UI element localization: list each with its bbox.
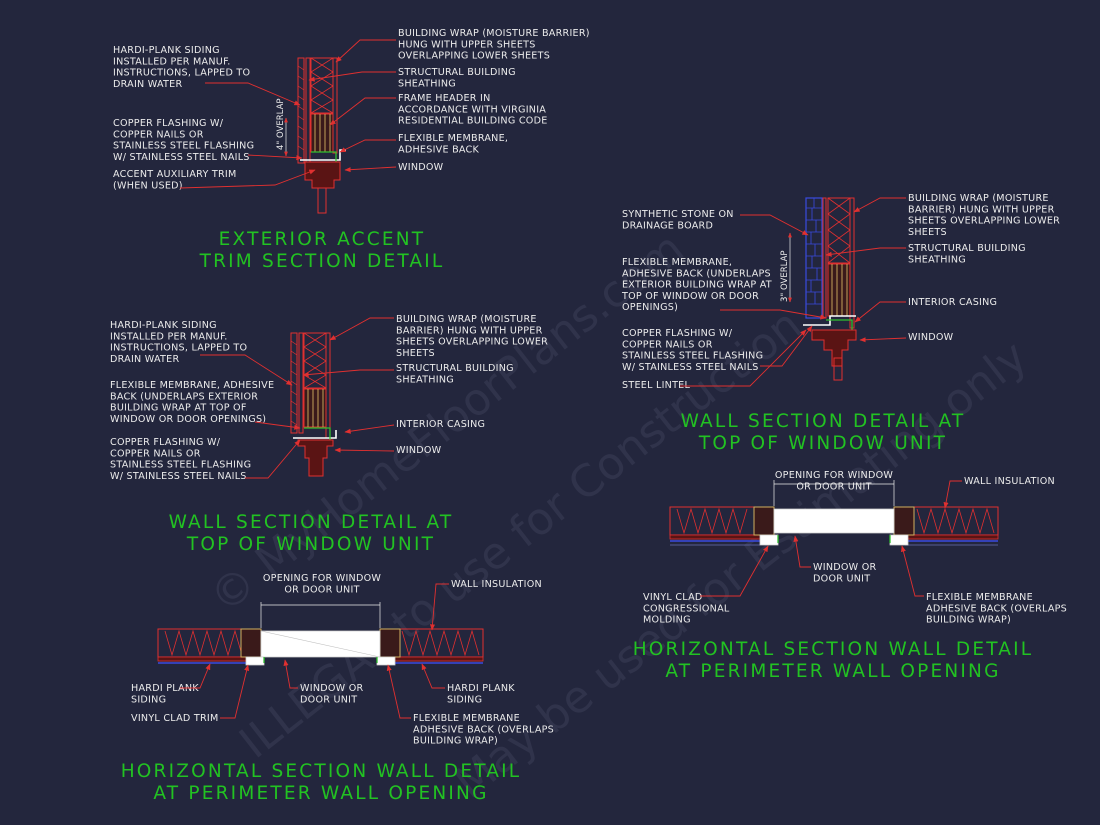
callout-vinyl-clad-trim: VINYL CLAD TRIM	[131, 713, 218, 724]
detail-title-line-1: HORIZONTAL SECTION WALL DETAIL	[633, 639, 1034, 660]
detail-title-line-2: TRIM SECTION DETAIL	[199, 251, 445, 272]
detail-title-line-1: WALL SECTION DETAIL AT	[681, 411, 966, 432]
callout-accent-trim: ACCENT AUXILIARY TRIM(WHEN USED)	[113, 169, 237, 191]
callout-building-wrap: BUILDING WRAP (MOISTURE BARRIER)HUNG WIT…	[398, 28, 590, 62]
watermark-line-3: May be used for Estimating only	[445, 331, 1036, 809]
section-drawing	[669, 480, 999, 546]
detail-title-line-2: TOP OF WINDOW UNIT	[186, 534, 435, 555]
section-drawing	[157, 602, 484, 666]
callout-interior-casing: INTERIOR CASING	[908, 297, 997, 308]
detail-title-line-2: TOP OF WINDOW UNIT	[698, 433, 947, 454]
detail-title-line-2: AT PERIMETER WALL OPENING	[153, 783, 488, 804]
section-drawing: 4" OVERLAP	[276, 57, 346, 214]
callout-interior-casing: INTERIOR CASING	[396, 419, 485, 430]
section-drawing	[290, 332, 337, 477]
callout-wall-insulation: WALL INSULATION	[964, 476, 1055, 487]
callout-window: WINDOW	[908, 332, 954, 343]
callout-flexible-membrane: FLEXIBLE MEMBRANE,ADHESIVE BACK	[398, 133, 508, 155]
section-drawing: 3" OVERLAP	[780, 197, 857, 381]
callout-wall-insulation: WALL INSULATION	[451, 579, 542, 590]
callout-steel-lintel: STEEL LINTEL	[622, 380, 690, 391]
detail-title-line-1: EXTERIOR ACCENT	[219, 229, 426, 250]
callout-flexible-membrane: FLEXIBLE MEMBRANE,ADHESIVE BACK (UNDERLA…	[621, 257, 772, 313]
overlap-dimension: 4" OVERLAP	[276, 98, 286, 150]
overlap-dimension: 3" OVERLAP	[780, 250, 790, 302]
detail-title-line-1: HORIZONTAL SECTION WALL DETAIL	[121, 761, 522, 782]
detail-title-line-1: WALL SECTION DETAIL AT	[169, 512, 454, 533]
callout-window: WINDOW	[396, 445, 442, 456]
callout-window: WINDOW	[398, 162, 444, 173]
right-callouts: BUILDING WRAP (MOISTURE BARRIER)HUNG WIT…	[308, 28, 590, 173]
detail-title-line-2: AT PERIMETER WALL OPENING	[665, 661, 1000, 682]
